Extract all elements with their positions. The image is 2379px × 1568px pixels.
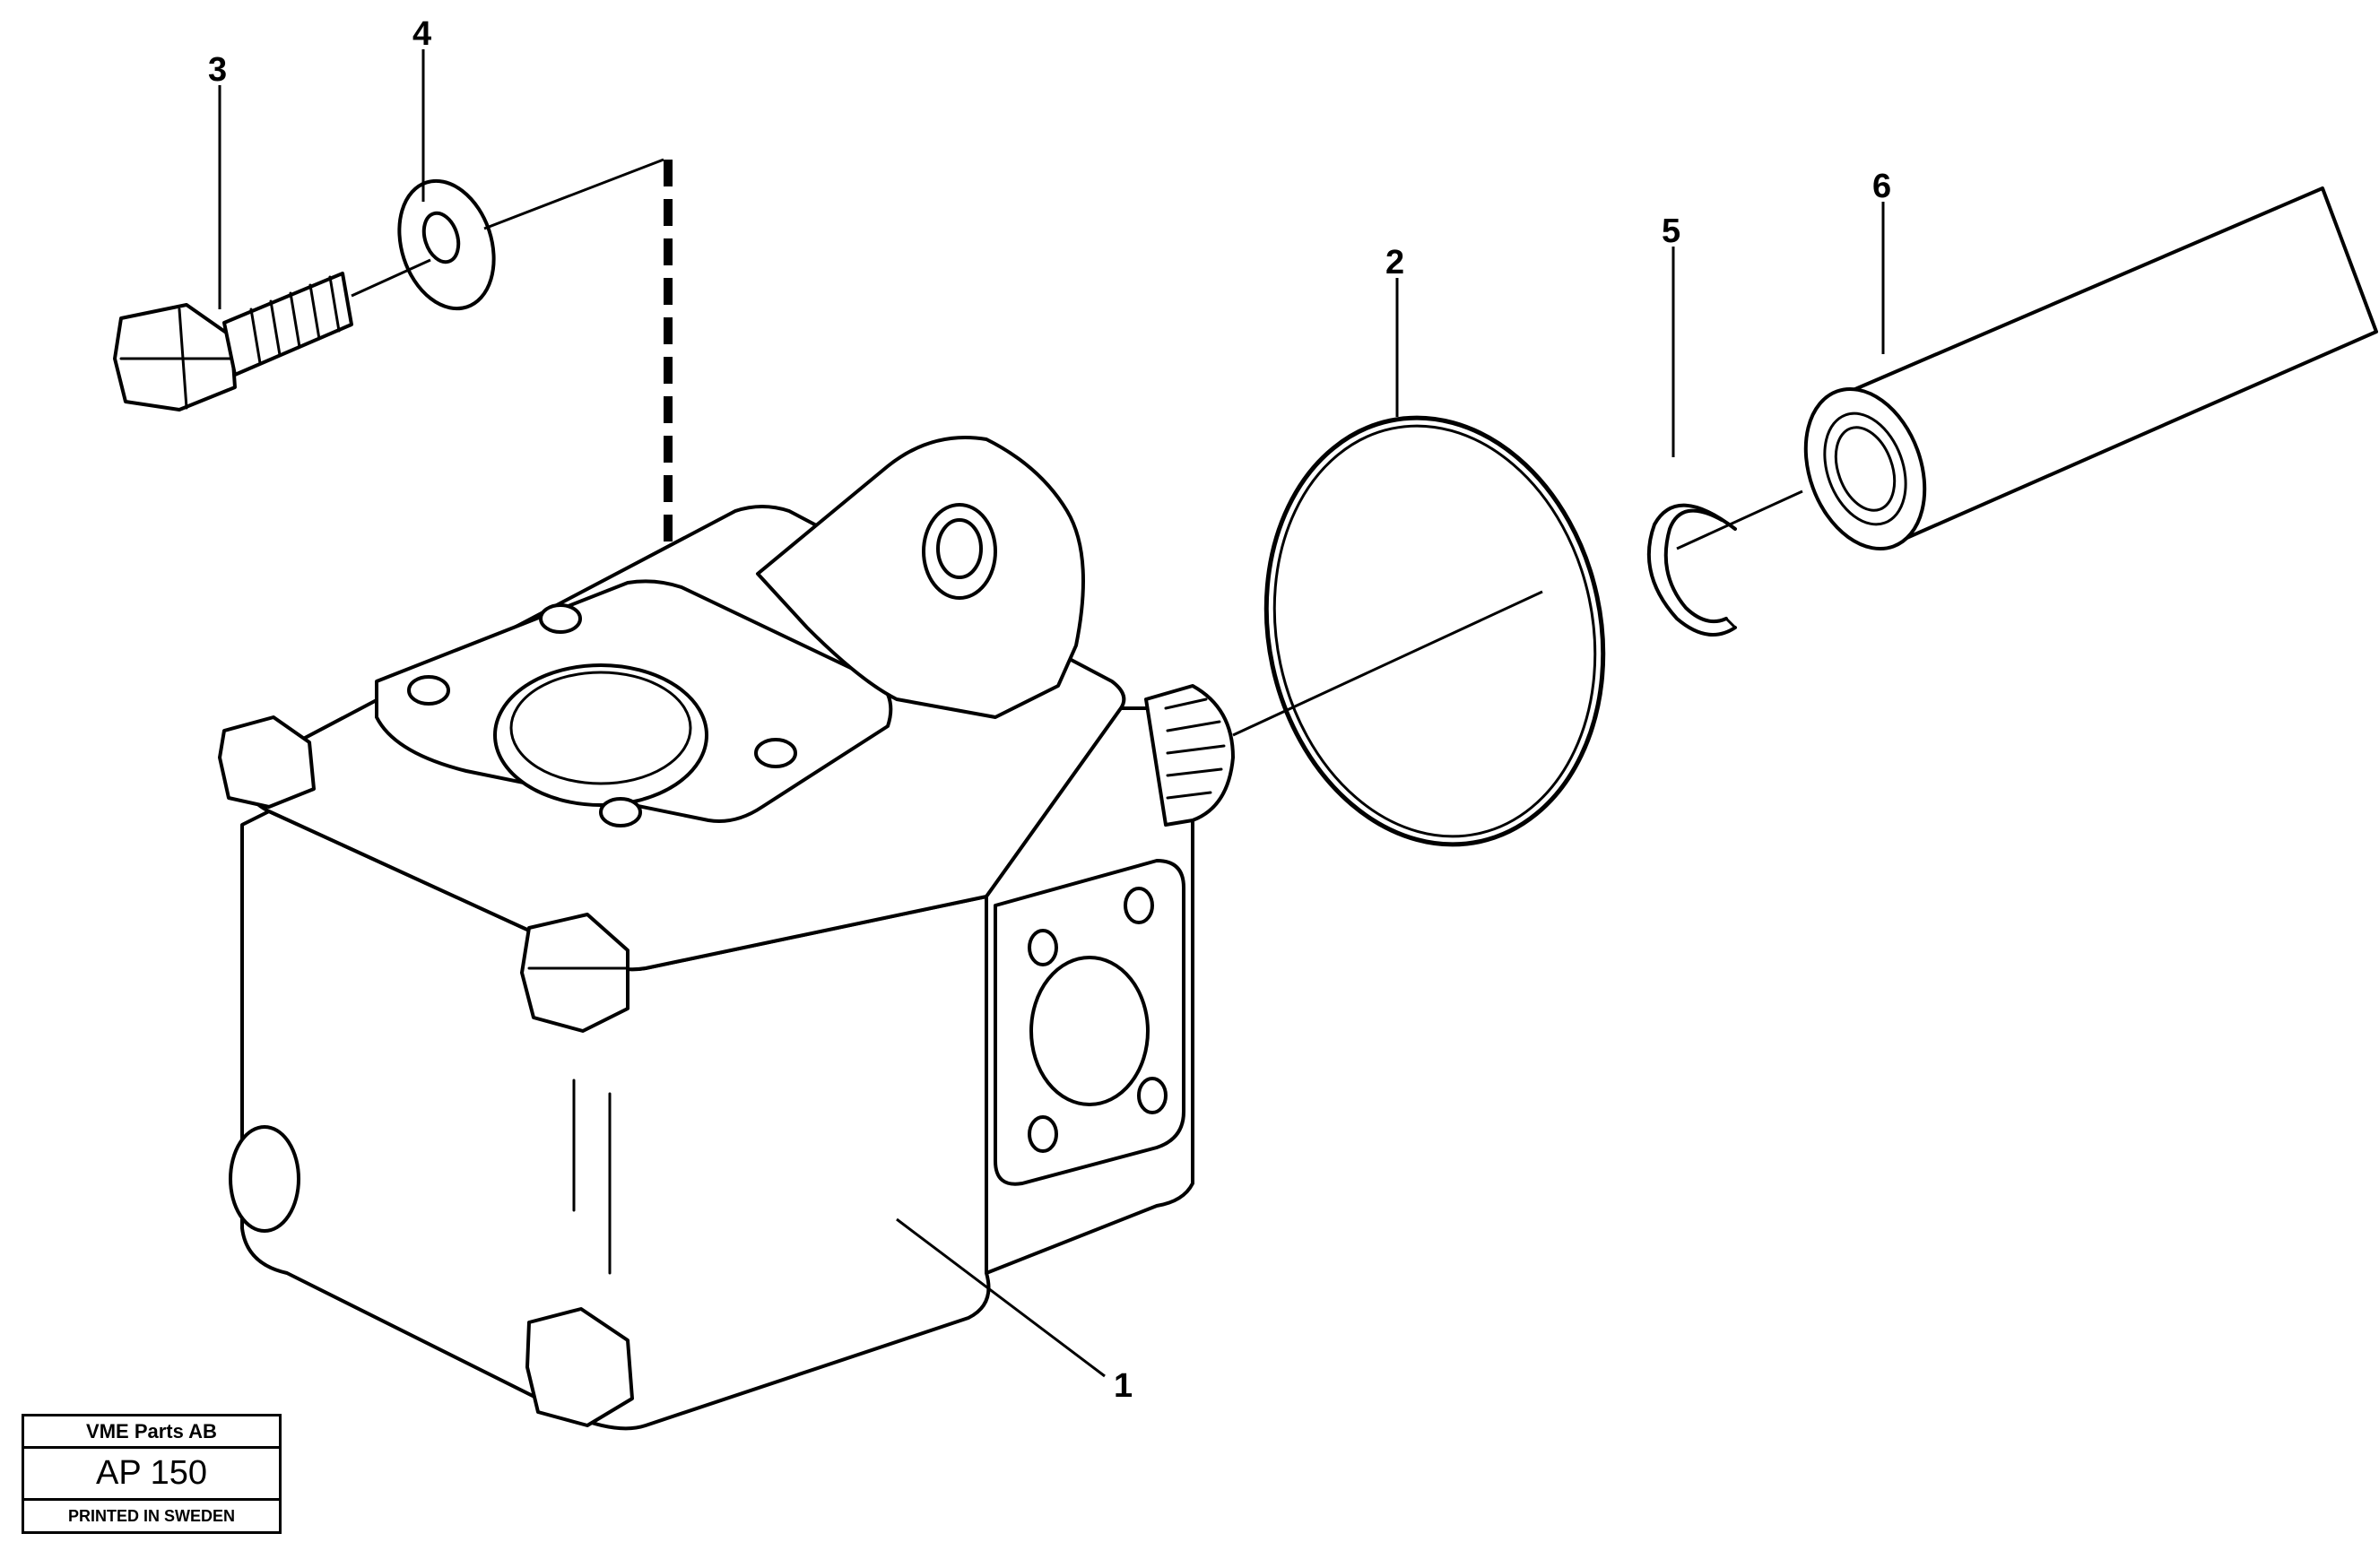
shaft-axis-line [1232,590,1543,737]
o-ring-part-2[interactable] [1228,386,1642,876]
callout-1: 1 [1114,1367,1133,1405]
washer-part-4[interactable] [384,169,509,321]
title-block: VME Parts AB AP 150 PRINTED IN SWEDEN [22,1414,282,1534]
callout-6: 6 [1872,168,1891,205]
callout-4: 4 [412,15,431,53]
leader-1 [896,1217,1106,1378]
sleeve-part-6[interactable] [1784,186,2378,566]
circlip-axis-line [1676,489,1803,550]
washer-axis-line [483,158,664,230]
circlip-part-5[interactable] [1646,503,1737,637]
pump-body-part-1[interactable] [218,436,1235,1431]
bolt-part-3[interactable] [113,272,353,411]
bolt-axis-line [351,258,431,298]
callout-2: 2 [1385,244,1404,282]
title-block-company: VME Parts AB [24,1416,279,1449]
callout-3: 3 [208,51,227,89]
callout-5: 5 [1662,212,1680,250]
title-block-printed: PRINTED IN SWEDEN [67,1506,235,1525]
title-block-code: AP 150 [24,1449,279,1501]
